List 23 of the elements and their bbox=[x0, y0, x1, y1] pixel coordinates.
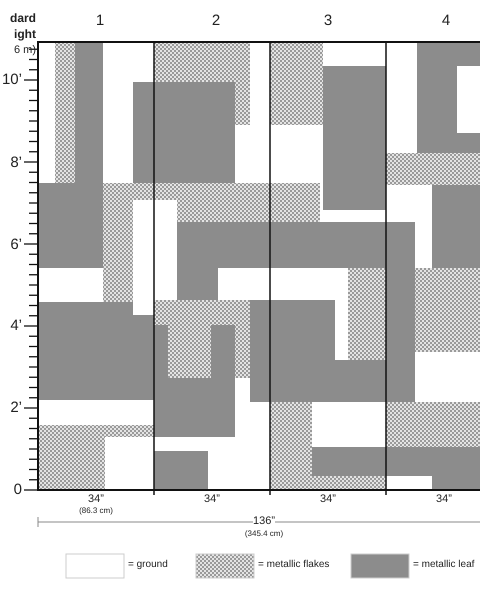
axis-label: 10’ bbox=[2, 72, 22, 87]
dimension-label: 34” bbox=[88, 494, 104, 505]
column-number: 4 bbox=[442, 13, 450, 28]
dimension-label: 34” bbox=[320, 494, 336, 505]
axis-label: 0 bbox=[14, 482, 22, 497]
column-number: 1 bbox=[96, 13, 104, 28]
axis-label: 8’ bbox=[10, 155, 22, 170]
dimension-label: 136” bbox=[252, 516, 276, 527]
axis-title: ight bbox=[14, 28, 36, 40]
axis-title: 6 m) bbox=[14, 45, 36, 56]
axis-label: 4’ bbox=[10, 318, 22, 333]
dimension-label: (86.3 cm) bbox=[79, 507, 113, 515]
column-number: 2 bbox=[212, 13, 220, 28]
dimension-label: 34” bbox=[436, 494, 452, 505]
axis-label: 6’ bbox=[10, 237, 22, 252]
legend-label: = metallic flakes bbox=[258, 560, 330, 570]
axis-label: 2’ bbox=[10, 400, 22, 415]
axis-title: dard bbox=[10, 12, 36, 24]
legend-label: = metallic leaf bbox=[413, 560, 474, 570]
dimension-label: 34” bbox=[204, 494, 220, 505]
legend-label: = ground bbox=[128, 560, 168, 570]
column-number: 3 bbox=[324, 13, 332, 28]
dimension-label: (345.4 cm) bbox=[244, 530, 284, 538]
